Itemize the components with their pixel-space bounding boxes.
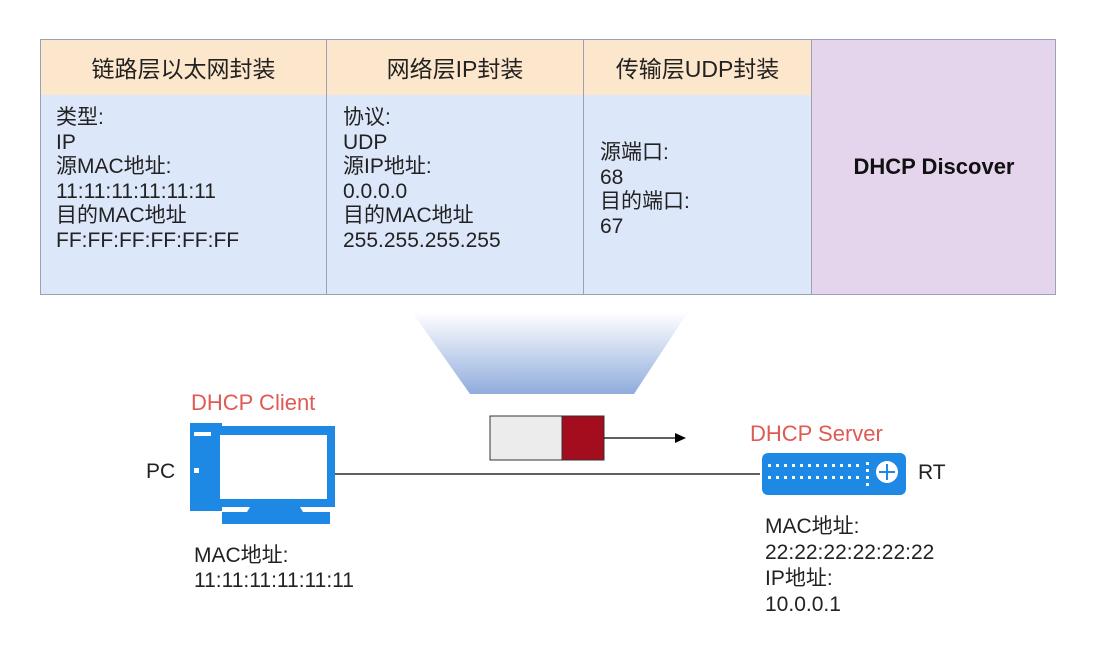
link-type-value: IP: [56, 130, 76, 154]
client-device-name: PC: [146, 460, 176, 483]
link-type-label: 类型:: [56, 106, 104, 129]
net-dst-label: 目的MAC地址: [343, 204, 474, 227]
header-link-layer: 链路层以太网封装: [40, 39, 326, 95]
network-layer-cell: 协议: UDP 源IP地址: 0.0.0.0 目的MAC地址 255.255.2…: [326, 95, 583, 295]
dhcp-discover-label: DHCP Discover: [853, 154, 1015, 179]
link-src-mac-value: 11:11:11:11:11:11: [56, 179, 216, 203]
server-ip-label: IP地址:: [765, 567, 833, 590]
transport-layer-cell: 源端口: 68 目的端口: 67: [583, 95, 811, 295]
link-src-mac-label: 源MAC地址:: [56, 155, 172, 178]
net-protocol-value: UDP: [343, 130, 388, 154]
server-mac-label: MAC地址:: [765, 515, 860, 538]
link-dst-mac-value: FF:FF:FF:FF:FF:FF: [56, 228, 240, 252]
server-device-name: RT: [918, 461, 946, 484]
router-icon: [762, 453, 906, 495]
header-network-layer: 网络层IP封装: [326, 39, 583, 95]
header-transport-layer: 传输层UDP封装: [583, 39, 811, 95]
dst-port-label: 目的端口:: [600, 190, 690, 213]
server-ip-value: 10.0.0.1: [765, 593, 841, 616]
net-src-ip-value: 0.0.0.0: [343, 179, 408, 203]
src-port-value: 68: [600, 165, 624, 189]
link-layer-cell: 类型: IP 源MAC地址: 11:11:11:11:11:11 目的MAC地址…: [40, 95, 326, 295]
net-src-ip-label: 源IP地址:: [343, 155, 432, 178]
net-protocol-label: 协议:: [343, 106, 391, 129]
zoom-beam: [412, 312, 688, 394]
client-mac-label: MAC地址:: [194, 544, 289, 567]
direction-arrow-icon: [604, 433, 686, 443]
pc-icon: [190, 423, 335, 524]
dhcp-discover-cell: DHCP Discover: [811, 39, 1056, 295]
src-port-label: 源端口:: [600, 141, 669, 164]
server-mac-value: 22:22:22:22:22:22: [765, 541, 935, 564]
link-dst-mac-label: 目的MAC地址: [56, 204, 187, 227]
server-role-label: DHCP Server: [750, 421, 883, 446]
dst-port-value: 67: [600, 214, 624, 238]
client-role-label: DHCP Client: [191, 390, 316, 415]
net-dst-value: 255.255.255.255: [343, 228, 501, 252]
client-mac-value: 11:11:11:11:11:11: [194, 569, 354, 592]
packet-icon: [489, 415, 605, 461]
